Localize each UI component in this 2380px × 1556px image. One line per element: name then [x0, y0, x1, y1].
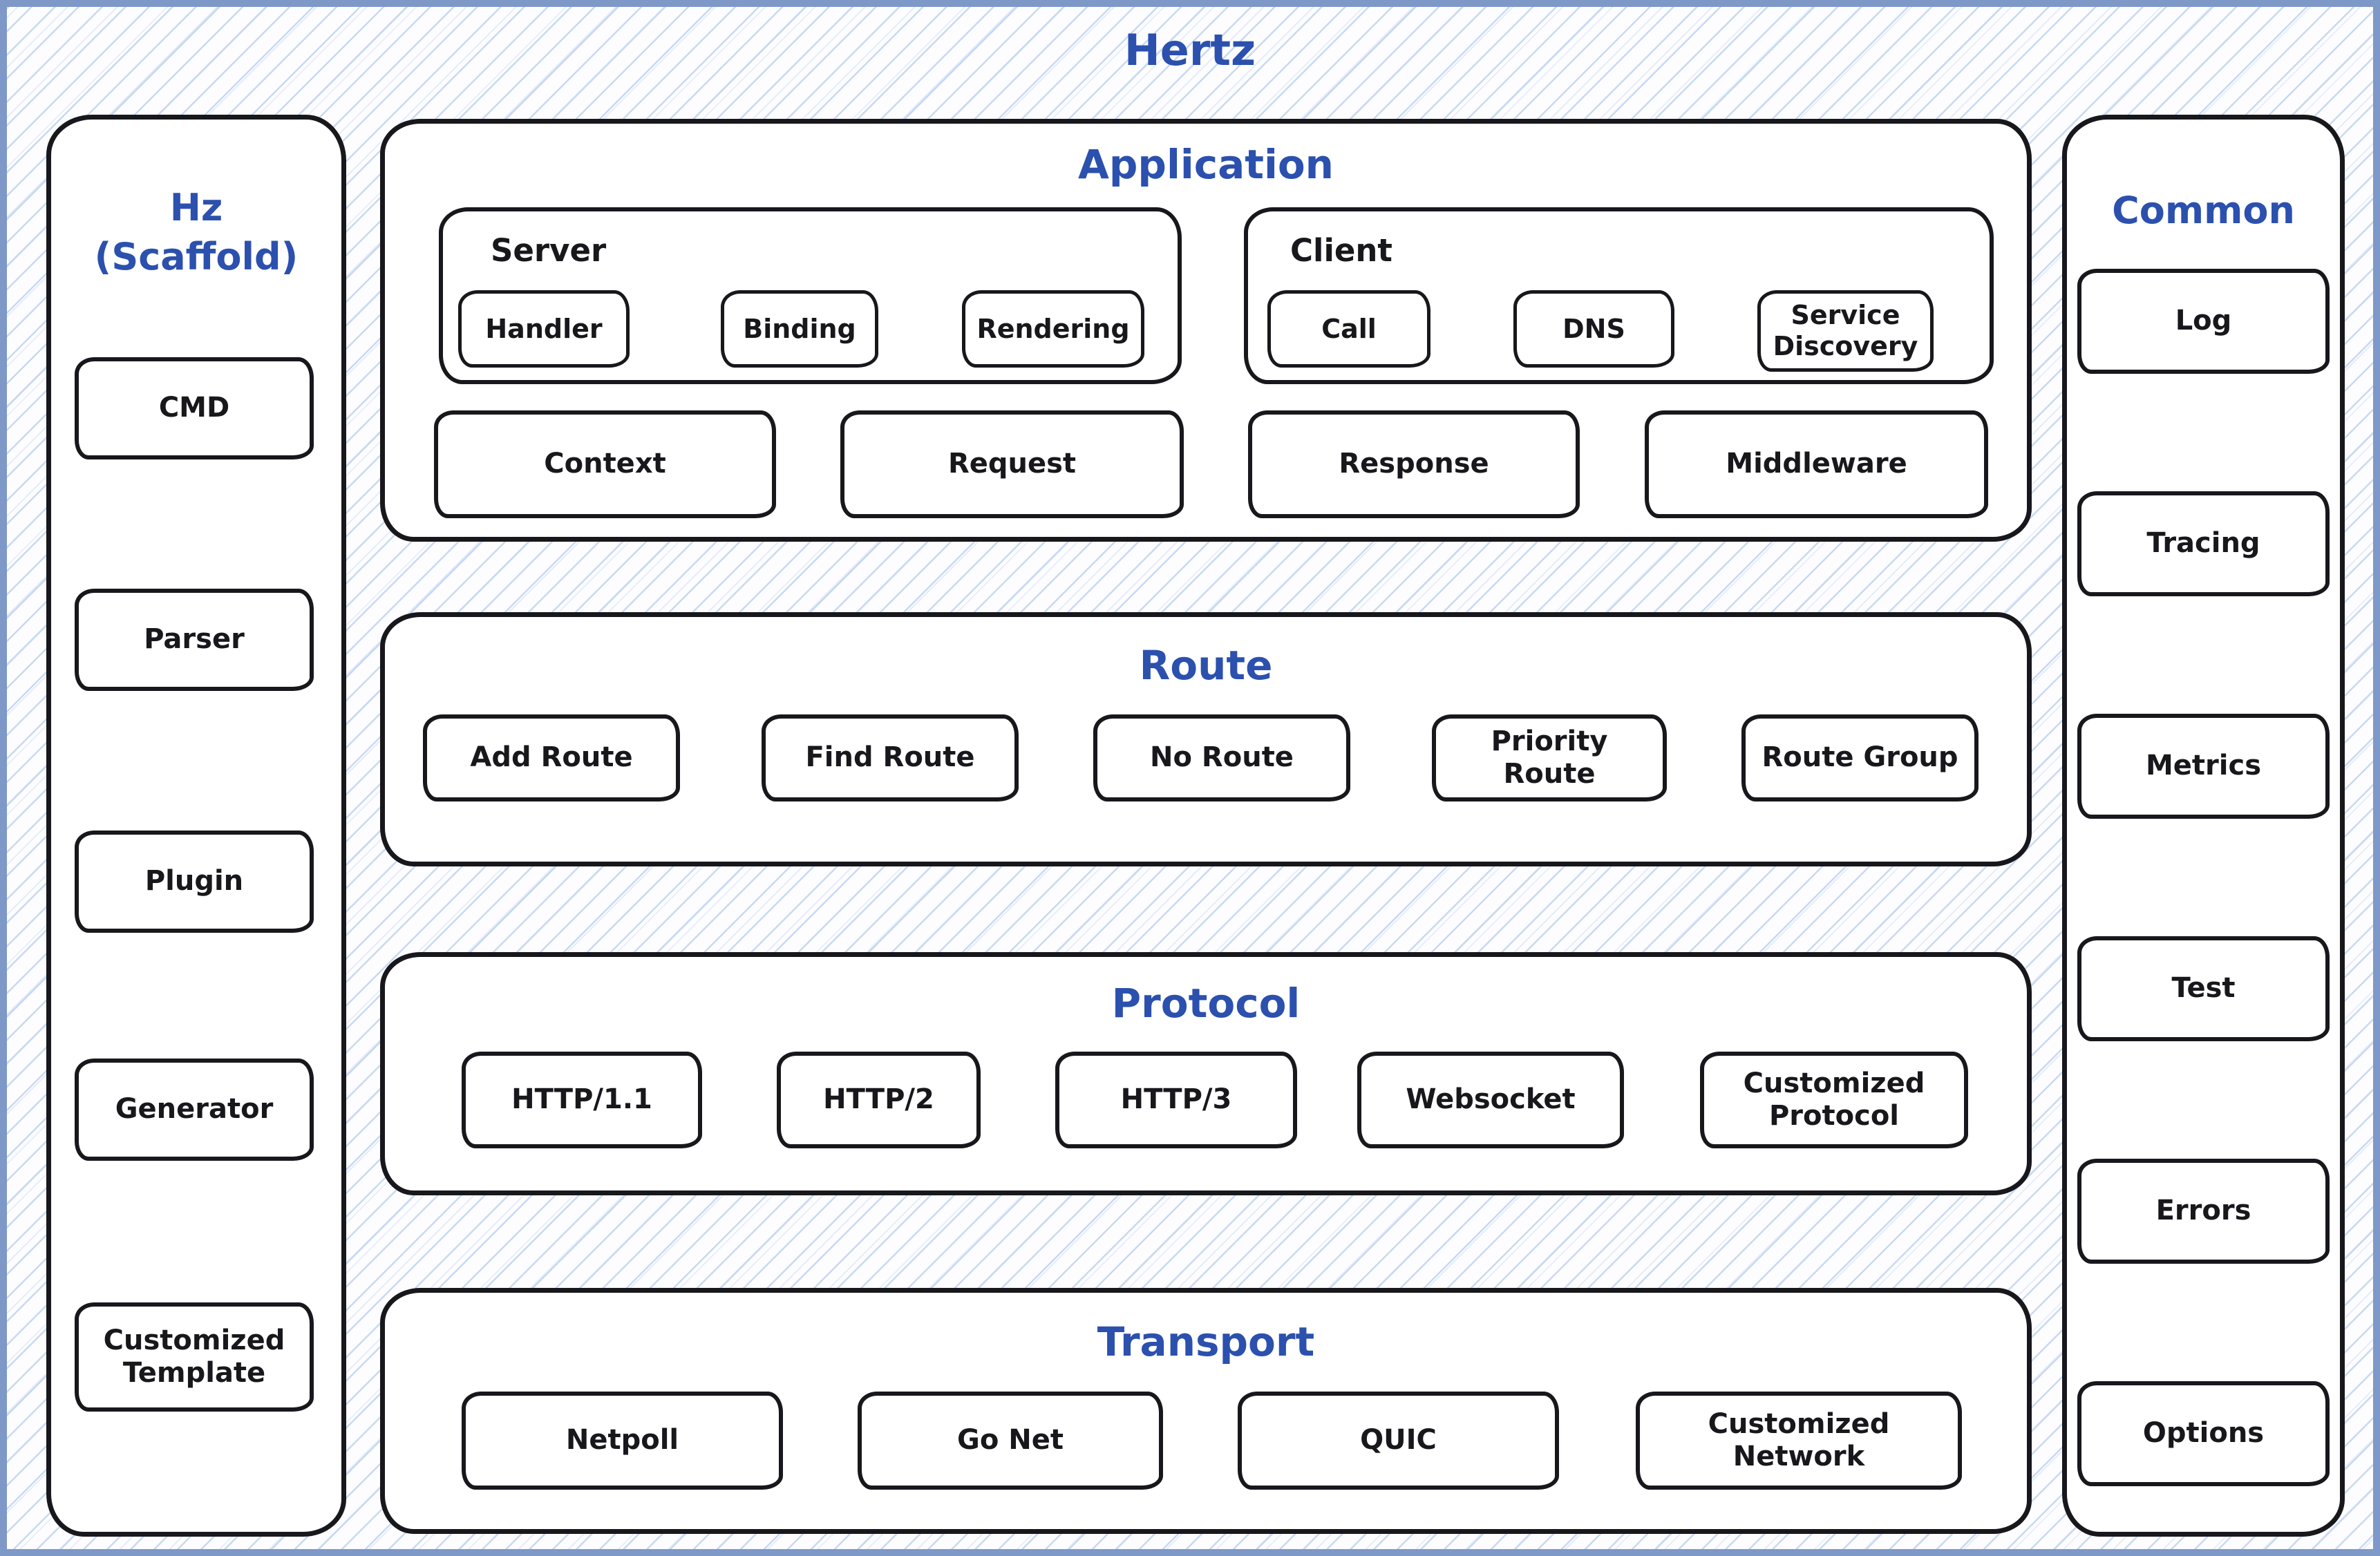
node-customized-protocol: Customized Protocol — [1700, 1052, 1968, 1148]
node-http-2: HTTP/2 — [777, 1052, 981, 1148]
node-request: Request — [840, 410, 1184, 518]
node-http-1-1: HTTP/1.1 — [462, 1052, 702, 1148]
node-metrics: Metrics — [2077, 714, 2330, 819]
panel-common: Common Log Tracing Metrics Test Errors O… — [2062, 115, 2345, 1537]
node-generator: Generator — [75, 1059, 314, 1161]
panel-common-title: Common — [2112, 189, 2295, 232]
node-cmd: CMD — [75, 357, 314, 459]
node-binding: Binding — [721, 290, 878, 368]
node-priority-route: Priority Route — [1432, 714, 1667, 801]
node-parser: Parser — [75, 589, 314, 691]
node-customized-network: Customized Network — [1636, 1392, 1962, 1490]
node-handler: Handler — [458, 290, 630, 368]
node-service-discovery: Service Discovery — [1757, 290, 1934, 372]
node-route-group: Route Group — [1741, 714, 1978, 801]
group-server-label: Server — [491, 232, 607, 269]
node-find-route: Find Route — [762, 714, 1019, 801]
node-go-net: Go Net — [858, 1392, 1163, 1490]
node-test: Test — [2077, 936, 2330, 1041]
section-application-title: Application — [1078, 141, 1334, 188]
panel-hz-scaffold: Hz (Scaffold) CMD Parser Plugin Generato… — [46, 115, 346, 1537]
node-customized-template: Customized Template — [75, 1302, 314, 1412]
node-context: Context — [434, 410, 776, 518]
diagram-title: Hertz — [1124, 25, 1256, 75]
node-log: Log — [2077, 269, 2330, 374]
section-transport-title: Transport — [1097, 1318, 1315, 1365]
group-client-label: Client — [1290, 232, 1392, 269]
node-netpoll: Netpoll — [462, 1392, 783, 1490]
section-transport: Transport Netpoll Go Net QUIC Customized… — [380, 1288, 2032, 1534]
node-tracing: Tracing — [2077, 491, 2330, 596]
section-protocol-title: Protocol — [1111, 980, 1301, 1027]
section-application: Application Server Handler Binding Rende… — [380, 119, 2032, 542]
node-websocket: Websocket — [1357, 1052, 1624, 1148]
node-response: Response — [1248, 410, 1580, 518]
node-http-3: HTTP/3 — [1055, 1052, 1297, 1148]
group-client: Client Call DNS Service Discovery — [1244, 207, 1994, 384]
node-call: Call — [1267, 290, 1430, 368]
section-route: Route Add Route Find Route No Route Prio… — [380, 612, 2032, 866]
node-middleware: Middleware — [1645, 410, 1988, 518]
node-add-route: Add Route — [423, 714, 680, 801]
node-quic: QUIC — [1238, 1392, 1559, 1490]
panel-hz-scaffold-title: Hz (Scaffold) — [94, 186, 299, 279]
group-server: Server Handler Binding Rendering — [439, 207, 1182, 384]
node-rendering: Rendering — [962, 290, 1144, 368]
node-errors: Errors — [2077, 1159, 2330, 1264]
node-dns: DNS — [1513, 290, 1674, 368]
node-no-route: No Route — [1093, 714, 1350, 801]
node-options: Options — [2077, 1381, 2330, 1486]
node-plugin: Plugin — [75, 831, 314, 933]
section-route-title: Route — [1139, 642, 1273, 689]
section-protocol: Protocol HTTP/1.1 HTTP/2 HTTP/3 Websocke… — [380, 952, 2032, 1195]
